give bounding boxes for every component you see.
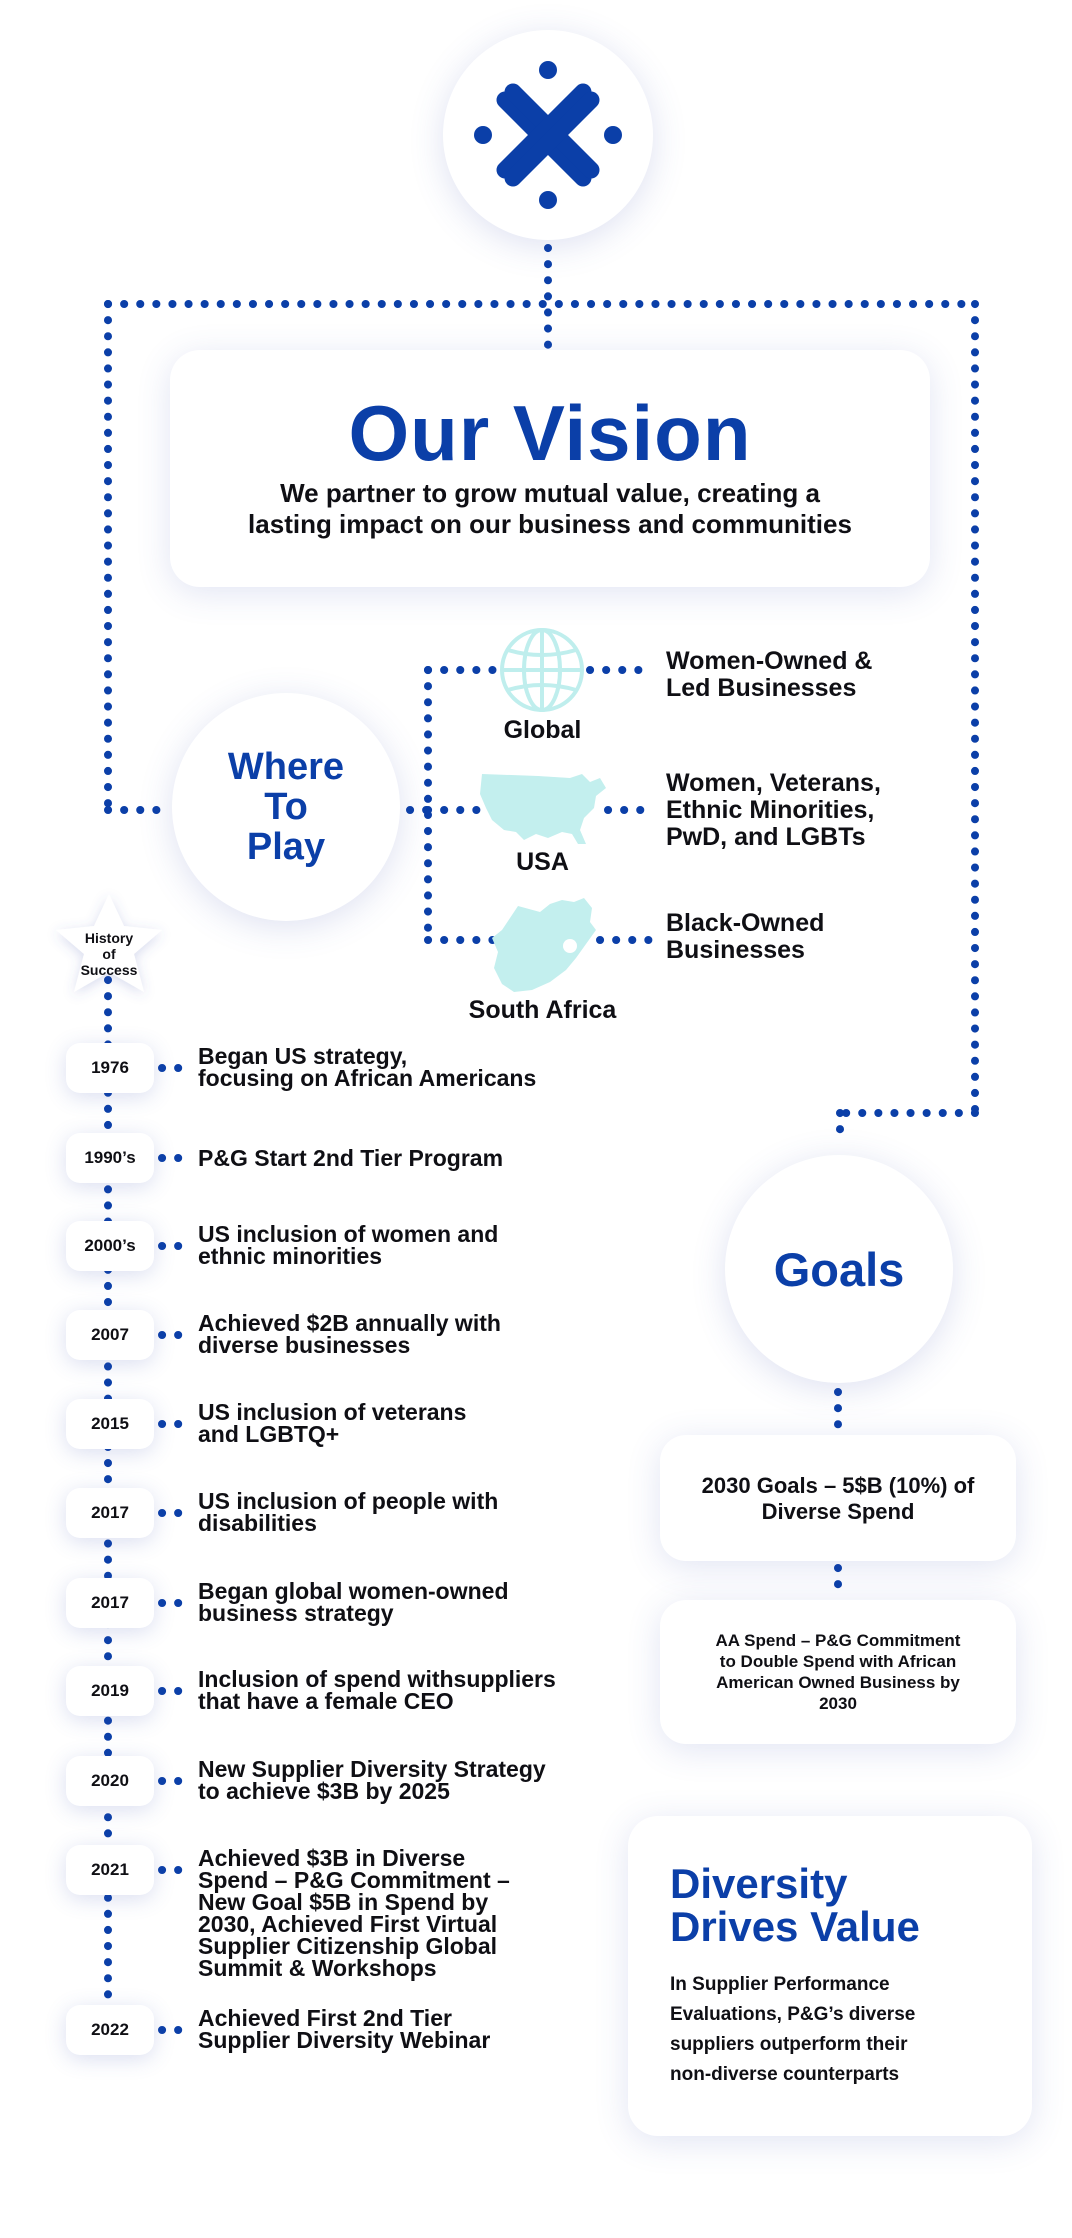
vision-subtitle-line: lasting impact on our business and commu… [248, 509, 852, 539]
timeline-year: 2000’s [66, 1221, 154, 1271]
vision-card: Our Vision We partner to grow mutual val… [170, 350, 930, 587]
logo-circle [443, 30, 653, 240]
vision-title: Our Vision [348, 389, 752, 477]
timeline-year: 2021 [66, 1845, 154, 1895]
region-label-usa: USA [516, 848, 569, 876]
timeline-year: 1976 [66, 1043, 154, 1093]
diversity-body: In Supplier Performance Evaluations, P&G… [670, 1974, 916, 2085]
vision-subtitle: We partner to grow mutual value, creatin… [170, 478, 930, 540]
goals-card-2030: 2030 Goals – 5$B (10%) of Diverse Spend [660, 1435, 1016, 1561]
timeline-year: 2015 [66, 1399, 154, 1449]
goals-card-2030-text: 2030 Goals – 5$B (10%) of Diverse Spend [701, 1473, 975, 1524]
diversity-card: Diversity Drives Value In Supplier Perfo… [628, 1816, 1032, 2136]
region-label-south-africa: South Africa [468, 996, 617, 1024]
region-label-global: Global [503, 716, 582, 744]
segment-usa-groups: Women, Veterans, Ethnic Minorities, PwD,… [666, 769, 881, 851]
timeline-event: P&G Start 2nd Tier Program [198, 1145, 504, 1171]
where-to-play-title: Where To Play [227, 746, 345, 868]
usa-map-icon [480, 774, 606, 844]
segment-black-owned: Black-Owned Businesses [666, 909, 825, 964]
history-star-badge [56, 894, 162, 992]
timeline-year: 2022 [66, 2005, 154, 2055]
timeline-year: 2007 [66, 1310, 154, 1360]
goals-card-aa-spend-text: AA Spend – P&G Commitment to Double Spen… [715, 1631, 961, 1713]
history-badge-text: History of Success [80, 930, 138, 978]
south-africa-map-icon [492, 898, 596, 992]
cross-x-logo-icon [474, 61, 622, 209]
goals-title: Goals [773, 1242, 905, 1296]
timeline-year: 1990’s [66, 1133, 154, 1183]
timeline-year: 2017 [66, 1578, 154, 1628]
segment-women-owned: Women-Owned & Led Businesses [666, 647, 873, 702]
vision-subtitle-line: We partner to grow mutual value, creatin… [280, 478, 820, 508]
timeline-year: 2017 [66, 1488, 154, 1538]
diversity-title: Diversity Drives Value [670, 1860, 920, 1950]
where-to-play-circle: Where To Play [172, 693, 400, 921]
goals-circle: Goals [725, 1155, 953, 1383]
timeline-event: Began US strategy,focusing on African Am… [198, 1043, 537, 1091]
timeline-year: 2020 [66, 1756, 154, 1806]
timeline-year: 2019 [66, 1666, 154, 1716]
globe-icon [500, 628, 584, 712]
goals-card-aa-spend: AA Spend – P&G Commitment to Double Spen… [660, 1600, 1016, 1744]
